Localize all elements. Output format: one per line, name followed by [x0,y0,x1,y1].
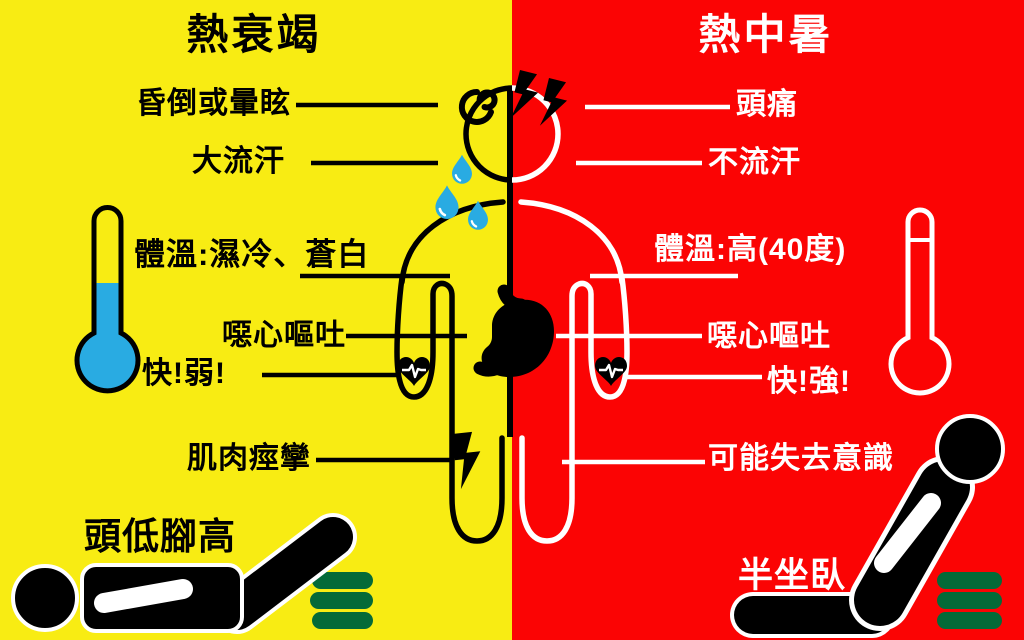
stomach-icon [473,284,554,377]
label-posture-left: 頭低腳高 [84,516,236,557]
split-human-figure [397,88,627,541]
label-no-sweat: 不流汗 [708,146,801,179]
cushion-stack-icon-right [937,572,1002,629]
right-connector-lines [556,104,762,465]
left-panel-title: 熱衰竭 [186,11,322,58]
label-pulse-right: 快!強! [767,365,851,398]
lying-person-icon [11,513,373,634]
label-consciousness: 可能失去意識 [708,442,894,475]
left-connector-lines [262,102,467,463]
label-nausea-left: 噁心嘔吐 [222,319,346,352]
right-panel-title: 熱中暑 [698,11,834,58]
label-headache: 頭痛 [736,88,798,121]
label-pulse-left: 快!弱! [142,357,226,390]
label-cramps: 肌肉痙攣 [187,442,311,475]
thermometer-low-icon [74,205,141,394]
thermometer-high-icon [888,207,952,396]
label-sweating: 大流汗 [192,145,285,178]
label-temperature-right: 體溫:高(40度) [654,233,847,266]
cushion-stack-icon-left [310,572,373,629]
label-temperature-left: 體溫:濕冷、蒼白 [134,237,370,272]
label-fainting: 昏倒或暈眩 [136,87,291,120]
reclining-person-icon [730,414,1005,638]
label-nausea-right: 噁心嘔吐 [707,320,831,353]
dizzy-spiral-icon [458,88,498,125]
label-posture-right: 半坐臥 [738,556,847,595]
